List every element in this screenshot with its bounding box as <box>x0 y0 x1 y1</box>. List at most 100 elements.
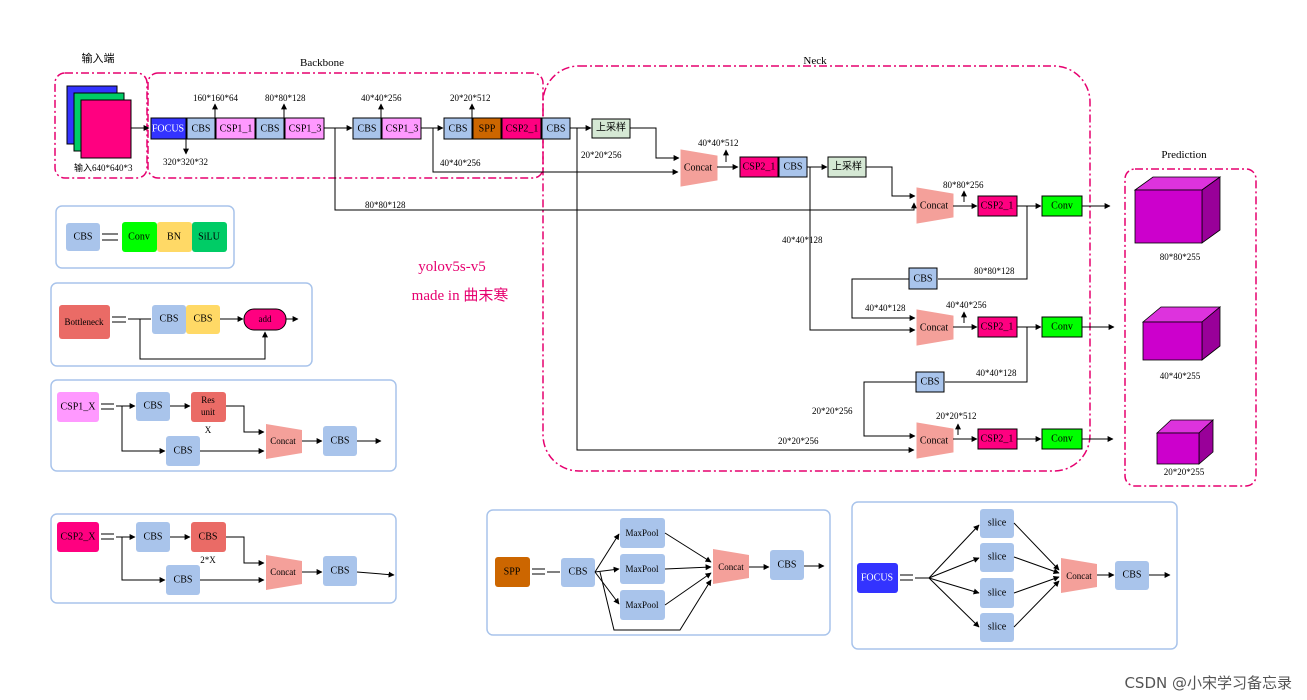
legend-slice-4 <box>980 613 1014 642</box>
block-cbs-1-label: CBS <box>192 124 211 135</box>
legend-maxpool-2 <box>620 554 665 584</box>
block-cbs-4-label: CBS <box>449 124 468 135</box>
legend-csp2x-concat-label: Concat <box>270 567 296 577</box>
prediction-frame <box>1124 168 1257 487</box>
cube-40 <box>1141 306 1222 361</box>
legend-maxpool-1 <box>620 518 665 548</box>
dim-40-128-b: 40*40*128 <box>865 303 906 313</box>
legend-bn-cbs-2 <box>186 305 220 334</box>
legend-2x-label: 2*X <box>200 555 216 565</box>
block-concat-1 <box>680 149 718 187</box>
legend-cbs <box>66 223 100 251</box>
legend-bottleneck-label: Bottleneck <box>65 317 104 327</box>
legend-csp1x-cbs-3 <box>323 426 357 456</box>
neck-edges <box>630 127 1115 442</box>
legend-spp-cbs-1-label: CBS <box>569 567 588 578</box>
legend-add-label: add <box>259 314 272 324</box>
block-cbs-8-label: CBS <box>921 377 940 388</box>
panel-cbs <box>55 205 235 269</box>
dim-20-256-b: 20*20*256 <box>778 436 819 446</box>
block-cbs-2-label: CBS <box>261 124 280 135</box>
legend-csp2x-cbs-3 <box>166 565 200 595</box>
section-title-backbone: Backbone <box>300 57 344 69</box>
dim-40-128-a: 40*40*128 <box>782 235 823 245</box>
block-csp1-3-a-label: CSP1_3 <box>289 124 322 135</box>
equals-markers <box>101 233 913 581</box>
legend-csp2x <box>57 522 99 552</box>
legend-x-label: X <box>205 425 212 435</box>
legend-csp1x-cbs-2-label: CBS <box>174 446 193 457</box>
block-focus <box>150 117 187 140</box>
legend-csp1x-cbs-1-label: CBS <box>144 401 163 412</box>
legend-spp-cbs-1 <box>561 558 595 587</box>
watermark: CSDN @小宋学习备忘录 <box>1124 674 1292 692</box>
legend-csp2x-cbs-2-label: CBS <box>199 532 218 543</box>
legend-panels <box>50 205 1178 650</box>
block-upsample-1-label: 上采样 <box>596 121 626 134</box>
dim-80-top: 80*80*128 <box>265 93 306 103</box>
block-csp2-1-b-label: CSP2_1 <box>743 162 776 173</box>
legend-focus-label: FOCUS <box>861 573 893 584</box>
dim-320: 320*320*32 <box>163 157 208 167</box>
block-cbs-7-label: CBS <box>914 274 933 285</box>
input-layer-pink <box>80 99 132 159</box>
prediction-dims: 80*80*255 40*40*255 20*20*255 <box>1160 252 1205 477</box>
block-spp-label: SPP <box>479 124 496 135</box>
legend-csp2x-cbs-3-label: CBS <box>174 575 193 586</box>
backbone-edges <box>183 103 917 453</box>
block-concat-3 <box>916 309 954 346</box>
panel-bottleneck <box>50 282 313 367</box>
block-concat-4-label: Concat <box>920 436 949 447</box>
block-upsample-2-label: 上采样 <box>832 160 862 173</box>
legend-csp2x-cbs-1-label: CBS <box>144 532 163 543</box>
legend-spp-concat <box>713 549 749 584</box>
section-title-input: 输入端 <box>82 51 115 65</box>
backbone-dims: 160*160*64 320*320*32 80*80*128 40*40*25… <box>163 93 622 210</box>
block-cbs-4 <box>443 117 473 140</box>
block-concat-3-label: Concat <box>920 323 949 334</box>
block-spp <box>472 117 502 140</box>
neck-blocks: 上采样 Concat CSP2_1 CBS 上采样 Concat CSP2_1 … <box>591 118 1083 459</box>
legend-csp1x-cbs-3-label: CBS <box>331 436 350 447</box>
dim-80-256: 80*80*256 <box>943 180 984 190</box>
dim-input: 输入640*640*3 <box>74 162 133 173</box>
legend-resunit-label-1: Res <box>201 395 215 405</box>
legend-focus-cbs-label: CBS <box>1123 570 1142 581</box>
legend-csp2x-concat <box>266 555 302 590</box>
legend-focus <box>857 563 898 593</box>
section-title-neck: Neck <box>803 55 827 67</box>
backbone-blocks: FOCUS CBS CSP1_1 CBS CSP1_3 CBS CSP1_3 C… <box>150 117 571 140</box>
block-csp2-1-b <box>739 156 779 178</box>
block-cbs-6-label: CBS <box>784 162 803 173</box>
legend-slice-2 <box>980 543 1014 572</box>
legend-focus-cbs <box>1115 561 1149 590</box>
dim-40-top: 40*40*256 <box>361 93 402 103</box>
legend-silu <box>192 222 227 252</box>
block-conv-3-label: Conv <box>1051 434 1073 445</box>
dim-80-bb: 80*80*128 <box>365 200 406 210</box>
legend-slice-1-label: slice <box>988 518 1007 529</box>
dim-out-80: 80*80*255 <box>1160 252 1201 262</box>
legend-spp-concat-label: Concat <box>718 562 744 572</box>
legend-csp1x-concat-label: Concat <box>270 436 296 446</box>
block-cbs-1 <box>186 117 216 140</box>
legend-spp-cbs-2 <box>770 550 804 580</box>
legend-maxpool-2-label: MaxPool <box>625 564 659 574</box>
block-csp1-3-b-label: CSP1_3 <box>386 124 419 135</box>
legend-maxpool-3-label: MaxPool <box>625 600 659 610</box>
cube-80 <box>1133 176 1222 244</box>
legend-conv-label: Conv <box>128 232 150 243</box>
block-conv-2-label: Conv <box>1051 322 1073 333</box>
block-cbs-5-label: CBS <box>547 124 566 135</box>
legend-slice-3-label: slice <box>988 588 1007 599</box>
block-conv-1-label: Conv <box>1051 201 1073 212</box>
legend-csp2x-cbs-4-label: CBS <box>331 566 350 577</box>
dim-out-20: 20*20*255 <box>1164 467 1205 477</box>
cube-20 <box>1155 419 1215 465</box>
block-csp2-1-a <box>501 117 542 140</box>
panel-csp1x <box>50 379 397 472</box>
legend-slice-4-label: slice <box>988 622 1007 633</box>
panel-focus <box>851 501 1178 650</box>
block-csp2-1-a-label: CSP2_1 <box>506 124 539 135</box>
section-titles: 输入端 Backbone Neck Prediction <box>82 51 1208 161</box>
